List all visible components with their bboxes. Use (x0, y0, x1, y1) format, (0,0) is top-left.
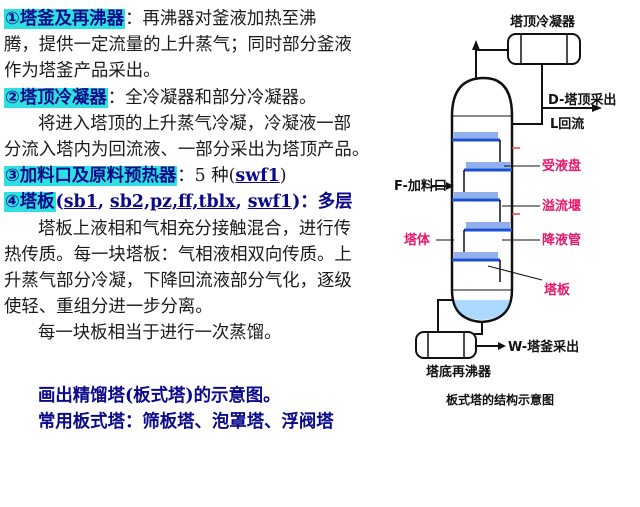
diagram-caption: 板式塔的结构示意图 (446, 392, 554, 407)
item2-line2: 将进入塔顶的上升蒸气冷凝，冷凝液一部 (38, 113, 352, 134)
label-downcomer: 降液管 (542, 232, 581, 248)
para-line1: 塔板上液相和气相充分接触混合，进行传 (38, 218, 352, 239)
item3-line: ③加料口及原料预热器：5 种(swf1) (4, 163, 392, 189)
item2-label: ②塔顶冷凝器 (4, 87, 108, 108)
para2-line: 每一块板相当于进行一次蒸馏。 (38, 323, 282, 344)
item1-line1: ①塔釜及再沸器：再沸器对釜液加热至沸 (4, 6, 392, 32)
label-top-product: D-塔顶采出 (548, 92, 616, 108)
label-top-condenser: 塔顶冷凝器 (510, 14, 576, 30)
label-receiving-tray: 受液盘 (542, 158, 581, 174)
top-condenser-icon (507, 33, 581, 65)
item3-label: ③加料口及原料预热器 (4, 166, 178, 187)
notes-panel: ①塔釜及再沸器：再沸器对釜液加热至沸 腾，提供一定流量的上升蒸气；同时部分釜液 … (4, 6, 392, 435)
item4-comma1: , (97, 192, 110, 213)
item4-open: ( (55, 192, 64, 213)
item4-link-sb1[interactable]: sb1 (63, 192, 98, 213)
item4-close: )：多层 (292, 192, 353, 213)
footer-line1: 画出精馏塔(板式塔)的示意图。 (38, 385, 281, 406)
tray-group (452, 138, 512, 262)
footer-line2: 常用板式塔：筛板塔、泡罩塔、浮阀塔 (38, 411, 334, 432)
item4-comma2: , (235, 192, 248, 213)
item4-link-swf1[interactable]: swf1 (247, 192, 293, 213)
label-feed: F-加料口 (394, 178, 447, 194)
item1-line3: 作为塔釜产品采出。 (4, 61, 161, 82)
tower-diagram: 塔顶冷凝器 D-塔顶采出 L回流 F-加料口 受液盘 溢流堰 降液管 塔体 塔板… (392, 0, 640, 503)
item4-label: ④塔板 (4, 192, 56, 213)
item3-text-a: ：5 种( (177, 166, 236, 187)
item1-text1: ：再沸器对釜液加热至沸 (125, 9, 317, 29)
para-line2: 热传质。每一块塔板：气相液相双向传质。上 (4, 244, 352, 265)
item2-line3: 分流入塔内为回流液、一部分采出为塔顶产品。 (4, 140, 370, 161)
label-reflux: L回流 (550, 116, 584, 132)
reboiler-icon (415, 331, 477, 359)
item1-line2: 腾，提供一定流量的上升蒸气；同时部分釜液 (4, 35, 352, 56)
label-reboiler: 塔底再沸器 (426, 364, 492, 380)
item4-line: ④塔板(sb1, sb2,pz,ff,tblx, swf1)：多层 (4, 189, 392, 215)
para-line4: 使轻、重组分进一步分离。 (4, 297, 213, 318)
tower-diagram-svg: 塔顶冷凝器 D-塔顶采出 L回流 F-加料口 受液盘 溢流堰 降液管 塔体 塔板… (394, 14, 616, 407)
item3-text-b: ) (279, 166, 287, 187)
label-tower-body: 塔体 (404, 232, 431, 248)
item2-line1: ②塔顶冷凝器：全冷凝器和部分冷凝器。 (4, 85, 392, 111)
item3-link-swf1[interactable]: swf1 (235, 166, 280, 187)
item1-label: ①塔釜及再沸器 (4, 9, 126, 29)
label-tray: 塔板 (544, 282, 571, 298)
item2-text1: ：全冷凝器和部分冷凝器。 (107, 87, 317, 108)
para-line3: 升蒸气部分冷凝，下降回流液部分气化，逐级 (4, 271, 352, 292)
item4-link-sb2[interactable]: sb2,pz,ff,tblx (109, 192, 236, 213)
label-weir: 溢流堰 (542, 198, 581, 214)
label-bottom-product: W-塔釜采出 (508, 339, 579, 355)
